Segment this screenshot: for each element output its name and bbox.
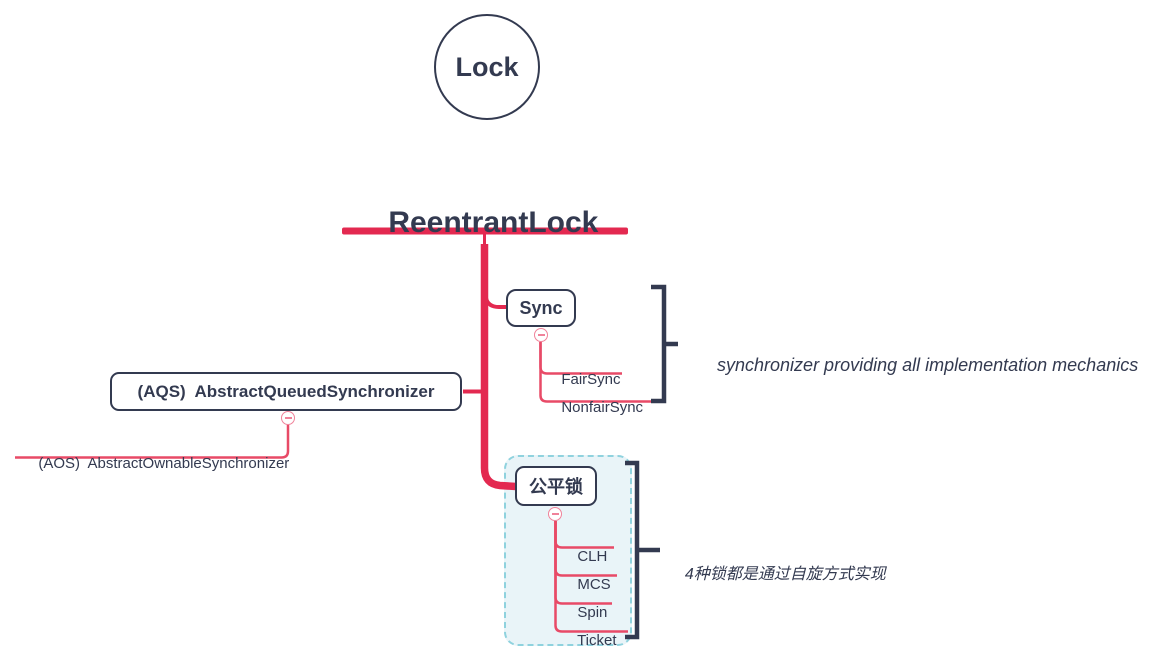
sync-summary-text[interactable]: synchronizer providing all implementatio… [707,334,1138,376]
aqs-node[interactable]: (AQS) AbstractQueuedSynchronizer [110,372,462,411]
root-topic-label: Lock [455,51,519,82]
child-topic-aos[interactable]: (AOS) AbstractOwnableSynchronizer [30,438,289,472]
child-topic-ticket[interactable]: Ticket [569,615,617,649]
root-topic-lock[interactable]: Lock [434,14,540,120]
sync-node[interactable]: Sync [506,289,576,327]
nonfairsync-label: NonfairSync [561,399,644,416]
sync-node-label: Sync [519,297,563,318]
collapse-icon-fairlock[interactable] [548,507,562,521]
aqs-node-label: (AQS) AbstractQueuedSynchronizer [137,381,435,401]
fairlock-node-label: 公平锁 [529,477,583,497]
collapse-icon-sync[interactable] [534,328,548,342]
minus-icon [284,417,292,419]
child-topic-nonfairsync[interactable]: NonfairSync [553,382,643,416]
fairlock-summary-label: 4种锁都是通过自旋方式实现 [684,566,886,583]
fairlock-node[interactable]: 公平锁 [515,466,597,506]
minus-icon [551,513,559,515]
sync-summary-bracket [651,284,678,404]
aos-label: (AOS) AbstractOwnableSynchronizer [38,455,290,472]
central-topic-reentrantlock[interactable]: ReentrantLock [335,172,635,240]
fairlock-summary-text[interactable]: 4种锁都是通过自旋方式实现 [676,542,886,584]
minus-icon [537,334,545,336]
sync-branch-connector [484,297,507,309]
trunk-connector [480,244,517,491]
ticket-label: Ticket [577,632,617,649]
collapse-icon-aqs[interactable] [281,411,295,425]
central-topic-label: ReentrantLock [388,206,599,239]
sync-summary-label: synchronizer providing all implementatio… [717,355,1139,375]
